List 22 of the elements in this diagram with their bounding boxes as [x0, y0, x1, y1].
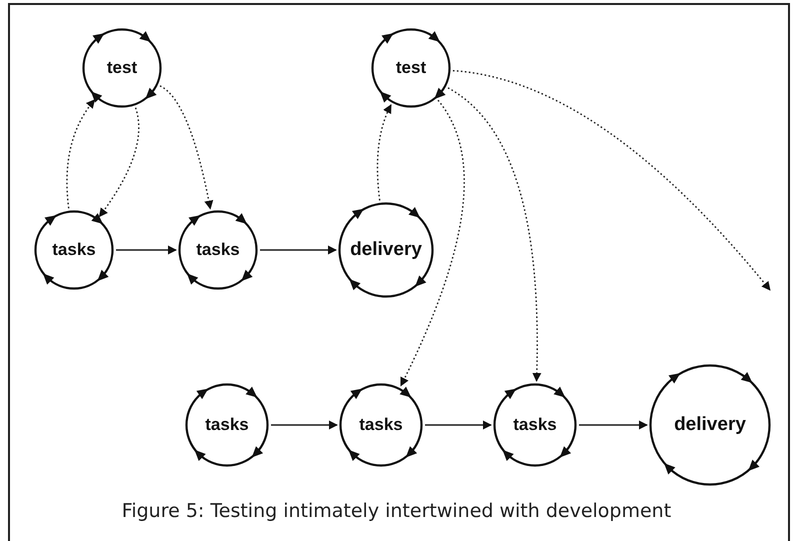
- dotted-arrow: [160, 85, 214, 210]
- dotted-arrow: [376, 104, 392, 200]
- dotted-arrow: [66, 99, 96, 208]
- arrow: [116, 246, 177, 254]
- node-label: test: [106, 58, 138, 78]
- node-label: tasks: [359, 415, 403, 435]
- node-label: tasks: [513, 415, 557, 435]
- node-label: test: [396, 58, 426, 78]
- dotted-arrow: [448, 87, 542, 382]
- node-label: tasks: [52, 240, 96, 260]
- node-label: delivery: [674, 414, 746, 436]
- dotted-arrow: [452, 70, 771, 291]
- node-label: tasks: [205, 415, 249, 435]
- arrow: [425, 420, 492, 430]
- dotted-arrow: [400, 100, 465, 387]
- arrow: [260, 246, 337, 254]
- figure-caption: Figure 5: Testing intimately intertwined with development: [122, 500, 672, 522]
- arrow: [271, 420, 338, 430]
- node-label: tasks: [196, 240, 240, 260]
- node-label: delivery: [350, 239, 422, 261]
- dotted-arrow: [98, 108, 140, 218]
- arrow: [579, 420, 648, 430]
